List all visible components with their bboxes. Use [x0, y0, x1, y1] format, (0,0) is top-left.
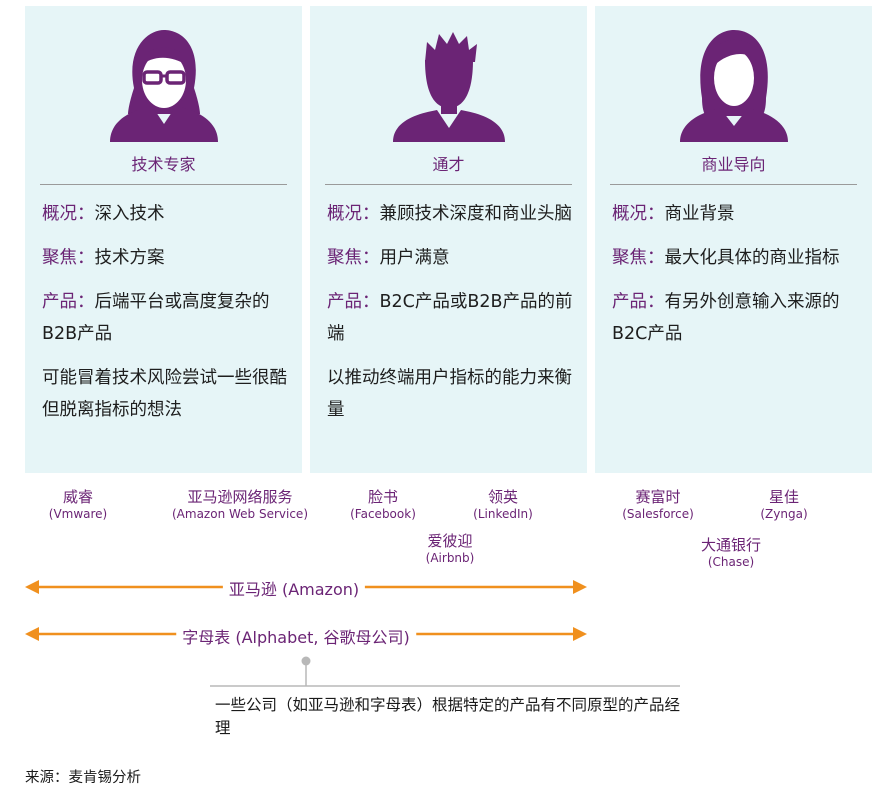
panel-title: 技术专家	[131, 155, 196, 174]
panel-title: 商业导向	[701, 155, 766, 174]
product-label: 产品：	[42, 292, 95, 312]
panel-generalist: 通才 概况：兼顾技术深度和商业头脑 聚焦：用户满意 产品：B2C产品或B2B产品…	[310, 6, 587, 473]
extra-text: 可能冒着技术风险尝试一些很酷但脱离指标的想法	[42, 368, 287, 420]
product-text: B2C产品或B2B产品的前端	[327, 292, 573, 344]
company-aws: 亚马逊网络服务(Amazon Web Service)	[171, 488, 309, 521]
company-linkedin: 领英(LinkedIn)	[473, 488, 533, 521]
overview-label: 概况：	[327, 204, 380, 224]
focus-label: 聚焦：	[327, 248, 380, 268]
alphabet-span-label: 字母表 (Alphabet, 谷歌母公司)	[176, 624, 416, 648]
divider	[40, 184, 287, 185]
panel-title: 通才	[432, 155, 465, 174]
focus-text: 技术方案	[94, 248, 165, 268]
focus-text: 最大化具体的商业指标	[664, 248, 840, 268]
product-text: 后端平台或高度复杂的B2B产品	[42, 292, 270, 344]
woman-with-glasses-icon	[109, 30, 218, 142]
woman-icon	[679, 30, 788, 142]
focus-label: 聚焦：	[612, 248, 665, 268]
overview-label: 概况：	[42, 204, 95, 224]
callout-note: 一些公司（如亚马逊和字母表）根据特定的产品有不同原型的产品经理	[215, 696, 681, 737]
company-airbnb: 爱彼迎(Airbnb)	[425, 532, 475, 565]
overview-text: 深入技术	[94, 204, 165, 224]
product-label: 产品：	[612, 292, 665, 312]
man-icon	[392, 32, 505, 142]
company-zynga: 星佳(Zynga)	[760, 488, 808, 521]
panel-tech-expert: 技术专家 概况：深入技术 聚焦：技术方案 产品：后端平台或高度复杂的B2B产品 …	[25, 6, 302, 473]
product-label: 产品：	[327, 292, 380, 312]
company-chase: 大通银行(Chase)	[700, 536, 762, 569]
callout-connector	[210, 656, 680, 687]
divider	[610, 184, 857, 185]
focus-label: 聚焦：	[42, 248, 95, 268]
company-salesforce: 赛富时(Salesforce)	[622, 488, 694, 521]
source-note: 来源：麦肯锡分析	[25, 770, 141, 786]
divider	[325, 184, 572, 185]
focus-text: 用户满意	[379, 248, 450, 268]
company-vmware: 威睿(Vmware)	[48, 488, 108, 521]
amazon-span-label: 亚马逊 (Amazon)	[222, 576, 366, 600]
extra-text: 以推动终端用户指标的能力来衡量	[327, 368, 572, 420]
panel-business-oriented: 商业导向 概况：商业背景 聚焦：最大化具体的商业指标 产品：有另外创意输入来源的…	[595, 6, 872, 473]
overview-label: 概况：	[612, 204, 665, 224]
product-text: 有另外创意输入来源的B2C产品	[612, 292, 840, 344]
overview-text: 兼顾技术深度和商业头脑	[379, 204, 573, 224]
overview-text: 商业背景	[664, 204, 735, 224]
company-facebook: 脸书(Facebook)	[350, 488, 416, 521]
